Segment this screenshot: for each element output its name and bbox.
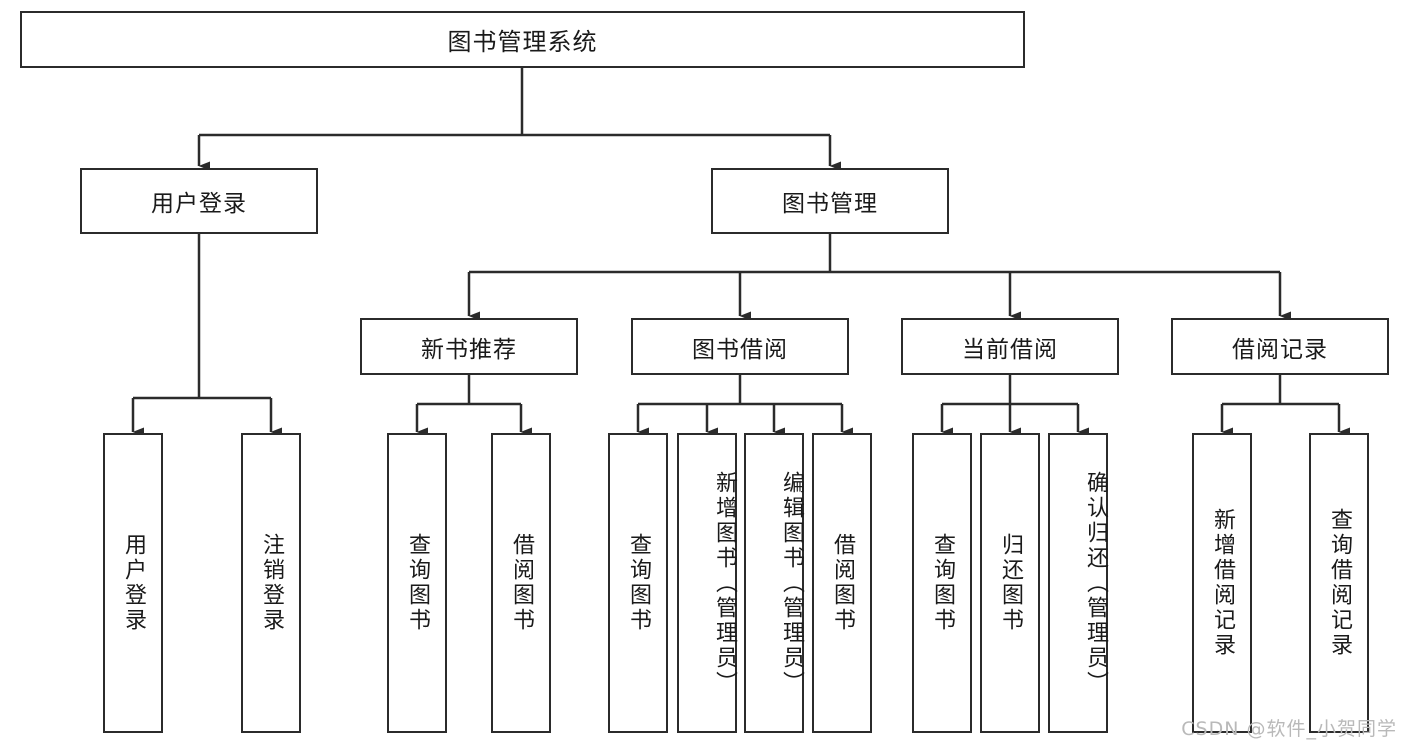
node-label: 用户登录 [151,191,247,217]
leaf-query-borrow-record[interactable]: 查询借阅记录 [1309,433,1369,733]
node-label: 查询图书 [405,533,430,633]
leaf-borrow-book-borrow[interactable]: 借阅图书 [812,433,872,733]
leaf-confirm-return-admin[interactable]: 确认归还（管理员） [1048,433,1108,733]
node-new-book-recommend[interactable]: 新书推荐 [360,318,578,375]
leaf-query-book-recommend[interactable]: 查询图书 [387,433,447,733]
node-book-manage[interactable]: 图书管理 [711,168,949,234]
node-label: 图书管理 [782,191,878,217]
watermark-text: CSDN @软件_小贺同学 [1181,718,1397,740]
node-label: 新增图书（管理员） [712,470,737,696]
node-label: 当前借阅 [962,336,1058,363]
node-label: 新增借阅记录 [1210,508,1235,658]
node-label: 图书借阅 [692,336,788,363]
node-label: 注销登录 [259,533,284,633]
leaf-borrow-book-recommend[interactable]: 借阅图书 [491,433,551,733]
leaf-user-logout[interactable]: 注销登录 [241,433,301,733]
node-label: 归还图书 [998,533,1023,633]
node-label: 查询借阅记录 [1327,508,1352,658]
node-current-borrow[interactable]: 当前借阅 [901,318,1119,375]
leaf-query-book-current[interactable]: 查询图书 [912,433,972,733]
node-label: 查询图书 [930,533,955,633]
node-borrow-record[interactable]: 借阅记录 [1171,318,1389,375]
node-label: 新书推荐 [421,336,517,363]
node-label: 确认归还（管理员） [1083,470,1108,696]
node-label: 借阅图书 [830,533,855,633]
leaf-add-borrow-record[interactable]: 新增借阅记录 [1192,433,1252,733]
node-label: 用户登录 [121,533,146,633]
node-label: 编辑图书（管理员） [779,470,804,696]
node-label: 借阅图书 [509,533,534,633]
leaf-return-book[interactable]: 归还图书 [980,433,1040,733]
leaf-add-book-admin[interactable]: 新增图书（管理员） [677,433,737,733]
leaf-edit-book-admin[interactable]: 编辑图书（管理员） [744,433,804,733]
node-book-borrow[interactable]: 图书借阅 [631,318,849,375]
node-label: 查询图书 [626,533,651,633]
leaf-user-login[interactable]: 用户登录 [103,433,163,733]
node-label: 图书管理系统 [447,28,598,56]
node-root-system[interactable]: 图书管理系统 [20,11,1025,68]
node-label: 借阅记录 [1232,336,1328,363]
node-user-login[interactable]: 用户登录 [80,168,318,234]
leaf-query-book-borrow[interactable]: 查询图书 [608,433,668,733]
